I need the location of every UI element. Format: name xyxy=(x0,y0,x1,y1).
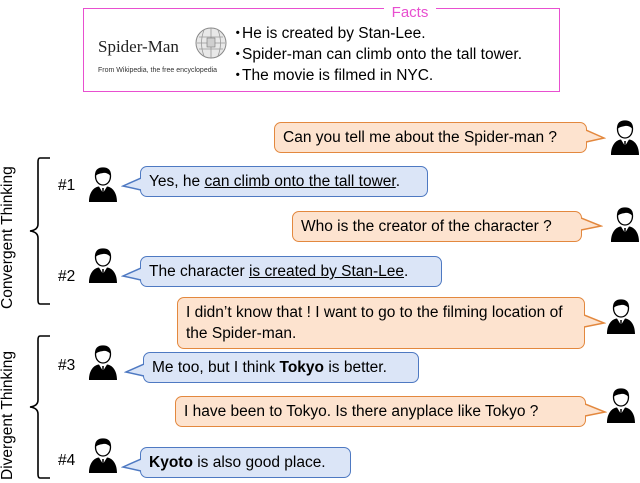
user-avatar-icon xyxy=(606,388,636,424)
bubble-tail xyxy=(581,217,603,231)
user-avatar-icon xyxy=(610,120,640,156)
bubble-tail xyxy=(586,129,606,143)
fact-item: ・The movie is filmed in NYC. xyxy=(230,67,434,84)
fact-item: ・Spider-man can climb onto the tall towe… xyxy=(230,46,522,63)
wiki-article-name: Spider-Man xyxy=(98,37,179,56)
bubble-tail xyxy=(124,363,144,377)
bot-avatar-icon xyxy=(88,167,118,203)
bot-message-1: Yes, he can climb onto the tall tower. xyxy=(140,166,428,197)
bubble-tail xyxy=(121,458,141,472)
facts-title: Facts xyxy=(384,5,436,20)
user-message-1: Can you tell me about the Spider-man ? xyxy=(274,122,587,153)
bot-avatar-icon xyxy=(88,248,118,284)
user-avatar-icon xyxy=(606,299,636,335)
bubble-tail xyxy=(584,314,606,328)
bubble-tail xyxy=(585,403,607,417)
bot-avatar-icon xyxy=(88,345,118,381)
turn-label-4: #4 xyxy=(58,452,76,469)
turn-label-1: #1 xyxy=(58,177,76,194)
convergent-thinking-label: Convergent Thinking xyxy=(0,166,16,309)
facts-list: ・He is created by Stan-Lee. ・Spider-man … xyxy=(230,23,522,86)
bot-avatar-icon xyxy=(88,438,118,474)
fact-item: ・He is created by Stan-Lee. xyxy=(230,25,426,42)
bot-message-3: Me too, but I think Tokyo is better. xyxy=(143,352,419,383)
user-message-4: I have been to Tokyo. Is there anyplace … xyxy=(175,396,586,427)
convergent-brace xyxy=(29,157,50,305)
bot-message-4: Kyoto is also good place. xyxy=(140,447,351,478)
user-avatar-icon xyxy=(610,207,640,243)
turn-label-2: #2 xyxy=(58,268,76,285)
user-message-3: I didn’t know that ! I want to go to the… xyxy=(177,297,585,349)
bubble-tail xyxy=(121,177,141,191)
wikipedia-globe-icon xyxy=(195,27,227,59)
bot-message-2: The character is created by Stan-Lee. xyxy=(140,256,442,287)
user-message-2: Who is the creator of the character ? xyxy=(292,211,582,242)
wikipedia-logo: Spider-Man From Wikipedia, the free ency… xyxy=(98,27,233,87)
wiki-subtitle: From Wikipedia, the free encyclopedia xyxy=(98,67,218,74)
turn-label-3: #3 xyxy=(58,357,76,374)
bubble-tail xyxy=(121,267,141,281)
facts-box: Facts Spider-Man From Wikipedia, the fre… xyxy=(83,5,560,92)
divergent-thinking-label: Divergent Thinking xyxy=(0,351,16,480)
divergent-brace xyxy=(29,335,50,479)
